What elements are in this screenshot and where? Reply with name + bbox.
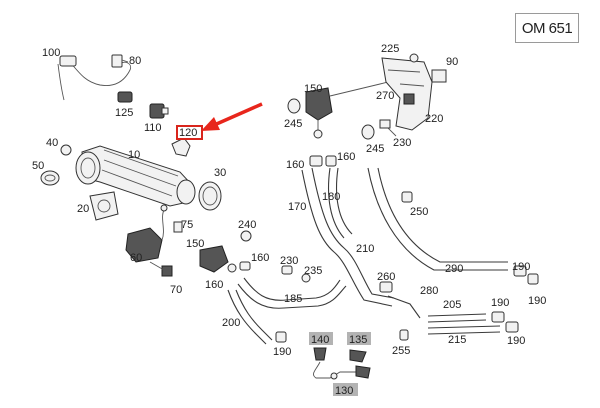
label-130: 130 (335, 385, 353, 397)
label-205: 205 (443, 299, 461, 311)
label-240: 240 (238, 219, 256, 231)
label-160c: 160 (251, 252, 269, 264)
label-260: 260 (377, 271, 395, 283)
bottom-sensors (309, 332, 371, 396)
label-200: 200 (222, 317, 240, 329)
label-230a: 230 (393, 137, 411, 149)
label-190a: 190 (273, 346, 291, 358)
label-225: 225 (381, 43, 399, 55)
label-120: 120 (179, 127, 197, 139)
label-150a: 150 (304, 83, 322, 95)
label-10: 10 (128, 149, 140, 161)
label-190c: 190 (528, 295, 546, 307)
part-120-marker (171, 125, 203, 157)
label-245a: 245 (284, 118, 302, 130)
egr-cooler-parts (125, 204, 183, 277)
label-135: 135 (349, 334, 367, 346)
label-40: 40 (46, 137, 58, 149)
label-210: 210 (356, 243, 374, 255)
label-185: 185 (284, 293, 302, 305)
label-280: 280 (420, 285, 438, 297)
label-290: 290 (445, 263, 463, 275)
label-215: 215 (448, 334, 466, 346)
label-140: 140 (311, 334, 329, 346)
label-150b: 150 (186, 238, 204, 250)
label-20: 20 (77, 203, 89, 215)
exhaust-pipe-assembly (40, 54, 222, 221)
label-190d: 190 (491, 297, 509, 309)
red-arrow (201, 102, 263, 131)
central-valve-group (287, 53, 447, 167)
label-70: 70 (170, 284, 182, 296)
label-245b: 245 (366, 143, 384, 155)
label-250: 250 (410, 206, 428, 218)
engine-code-label: OM 651 (515, 13, 579, 43)
label-190b: 190 (512, 261, 530, 273)
label-80: 80 (129, 55, 141, 67)
label-160a: 160 (286, 159, 304, 171)
label-60: 60 (130, 252, 142, 264)
label-255: 255 (392, 345, 410, 357)
label-190e: 190 (507, 335, 525, 347)
label-110: 110 (144, 122, 162, 134)
label-270: 270 (376, 90, 394, 102)
label-160d: 160 (205, 279, 223, 291)
label-235: 235 (304, 265, 322, 277)
label-230b: 230 (280, 255, 298, 267)
label-180: 180 (322, 191, 340, 203)
label-90: 90 (446, 56, 458, 68)
label-220: 220 (425, 113, 443, 125)
label-160b: 160 (337, 151, 355, 163)
label-100: 100 (42, 47, 60, 59)
coolant-hoses (199, 167, 539, 345)
label-75: 75 (181, 219, 193, 231)
label-170: 170 (288, 201, 306, 213)
label-30: 30 (214, 167, 226, 179)
label-50: 50 (32, 160, 44, 172)
label-125: 125 (115, 107, 133, 119)
